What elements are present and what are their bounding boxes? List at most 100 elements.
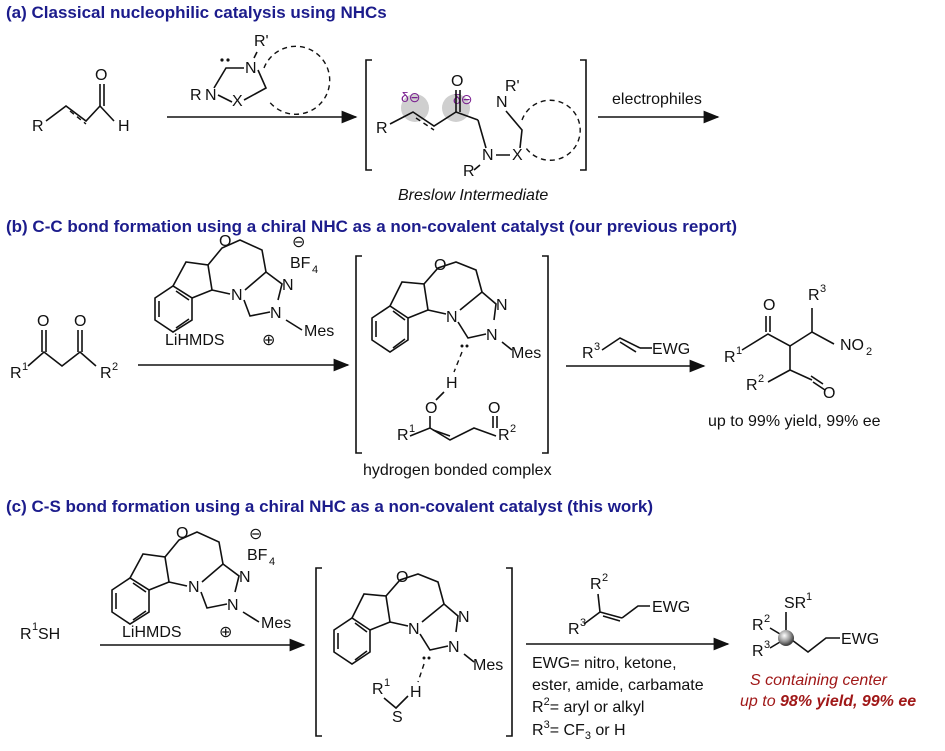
yield-b: up to 99% yield, 99% ee xyxy=(708,413,881,430)
nhc-catalyst-a: R N N R' X xyxy=(190,33,331,115)
cat-c-n2: N xyxy=(239,569,251,586)
bracket-left-b xyxy=(355,255,362,454)
rg-b-r3-sup: 3 xyxy=(594,341,600,353)
pb-r2-sup: 2 xyxy=(758,373,764,385)
breslow-intermediate: δ⊖ δ⊖ R O N R' N X R xyxy=(376,73,581,180)
pc-r3-sup: 3 xyxy=(764,639,770,651)
nhc-n2: N xyxy=(245,60,257,77)
cx-b-r1: R xyxy=(397,427,409,444)
header-c: (c) C-S bond formation using a chiral NH… xyxy=(6,497,653,516)
pb-r2: R xyxy=(746,377,758,394)
electrophiles-label: electrophiles xyxy=(612,91,702,108)
cat-b-base: LiHMDS xyxy=(165,332,225,349)
cond-1: EWG= nitro, ketone, xyxy=(532,655,677,672)
bracket-left-c xyxy=(315,567,322,737)
cat-b-n1: N xyxy=(231,287,243,304)
cat-b-n2: N xyxy=(282,277,294,294)
cx-b-mes: Mes xyxy=(511,345,541,362)
pb-r3-sup: 3 xyxy=(820,283,826,295)
nhc-rprime: R' xyxy=(254,33,269,50)
cx-b-r1-sup: 1 xyxy=(409,423,415,435)
michael-acceptor-c: R 2 R 3 EWG xyxy=(568,572,690,638)
dk-o1: O xyxy=(37,313,49,330)
cx-b-n3: N xyxy=(486,327,498,344)
nhc-n1: N xyxy=(205,87,217,104)
cx-c-h: H xyxy=(410,684,422,701)
thiol-sh: SH xyxy=(38,626,60,643)
delta-2: δ⊖ xyxy=(453,91,473,107)
cx-c-r: R xyxy=(372,681,384,698)
pc-sr-sup: 1 xyxy=(806,591,812,603)
cx-c-n2: N xyxy=(458,609,470,626)
pb-o1: O xyxy=(763,297,775,314)
cat-c-mes: Mes xyxy=(261,615,291,632)
cx-b-n1: N xyxy=(446,309,458,326)
cx-b-o: O xyxy=(434,257,446,274)
cx-c-s: S xyxy=(392,709,403,726)
rg-c-r3: R xyxy=(568,621,580,638)
michael-acceptor-b: R 3 EWG xyxy=(582,337,690,362)
pc-ewg: EWG xyxy=(841,631,879,648)
pc-r3: R xyxy=(752,643,764,660)
rg-c-r2-sup: 2 xyxy=(602,572,608,584)
diketone-structure: R 1 O O R 2 xyxy=(10,313,118,382)
cat-b-o: O xyxy=(219,233,231,250)
dk-r2: R xyxy=(100,365,112,382)
int-n2: N xyxy=(482,147,494,164)
rg-c-ewg: EWG xyxy=(652,599,690,616)
rg-b-r3: R xyxy=(582,345,594,362)
cat-b-mes: Mes xyxy=(304,323,334,340)
enal-h: H xyxy=(118,118,130,135)
cat-b-bf4: BF xyxy=(290,255,311,272)
cat-b-n3: N xyxy=(270,305,282,322)
cx-c-mes: Mes xyxy=(473,657,503,674)
cond-3: R2= aryl or alkyl xyxy=(532,696,644,716)
cx-b-r2: R xyxy=(498,427,510,444)
delta-1: δ⊖ xyxy=(401,89,421,105)
pb-r1: R xyxy=(724,349,736,366)
nhc-x: X xyxy=(232,93,243,110)
cx-b-o2: O xyxy=(425,400,437,417)
cat-b-bf4-sub: 4 xyxy=(312,264,318,276)
dk-r2-sup: 2 xyxy=(112,361,118,373)
cx-b-h: H xyxy=(446,375,458,392)
breslow-label: Breslow Intermediate xyxy=(398,187,548,204)
chiral-nhc-catalyst-c: O N N N BF 4 ⊖ Mes ⊕ LiHMDS xyxy=(111,525,291,641)
yield-c: up to 98% yield, 99% ee xyxy=(740,693,916,710)
int-r: R xyxy=(376,120,388,137)
cx-c-r-sup: 1 xyxy=(384,677,390,689)
int-o: O xyxy=(451,73,463,90)
enal-r: R xyxy=(32,118,44,135)
int-rprime: R' xyxy=(505,78,520,95)
cx-c-n3: N xyxy=(448,639,460,656)
cx-c-n1: N xyxy=(408,621,420,638)
pb-r3: R xyxy=(808,287,820,304)
dk-r1: R xyxy=(10,365,22,382)
cat-c-o: O xyxy=(176,525,188,542)
bracket-right-a xyxy=(580,59,587,171)
header-b: (b) C-C bond formation using a chiral NH… xyxy=(6,217,737,236)
pb-no2-sub: 2 xyxy=(866,346,872,358)
pb-o2: O xyxy=(823,385,835,402)
cat-c-bf4: BF xyxy=(247,547,268,564)
thiol-nhc-complex: O N N N Mes R 1 H S xyxy=(333,569,503,726)
hydrogen-bonded-complex: O N N N Mes H O O R 1 R 2 xyxy=(371,257,541,444)
rg-c-r3-sup: 3 xyxy=(580,617,586,629)
thioether-product: SR 1 R 2 R 3 EWG xyxy=(752,591,879,660)
cx-b-n2: N xyxy=(496,297,508,314)
header-a: (a) Classical nucleophilic catalysis usi… xyxy=(6,3,387,22)
chiral-nhc-catalyst-b: O N N N BF 4 ⊖ Mes ⊕ LiHMDS xyxy=(154,233,334,349)
cx-b-r2-sup: 2 xyxy=(510,423,516,435)
pc-r2-sup: 2 xyxy=(764,613,770,625)
thiol-r: R xyxy=(20,626,32,643)
cat-c-n1: N xyxy=(188,579,200,596)
bracket-right-c xyxy=(506,567,513,737)
int-n1: N xyxy=(496,94,508,111)
cond-4: R3= CF3 or H xyxy=(532,719,626,742)
enal-structure: R O H xyxy=(32,67,130,135)
cat-b-plus: ⊕ xyxy=(262,332,275,349)
nhc-r: R xyxy=(190,87,202,104)
cat-c-bf4-sub: 4 xyxy=(269,556,275,568)
